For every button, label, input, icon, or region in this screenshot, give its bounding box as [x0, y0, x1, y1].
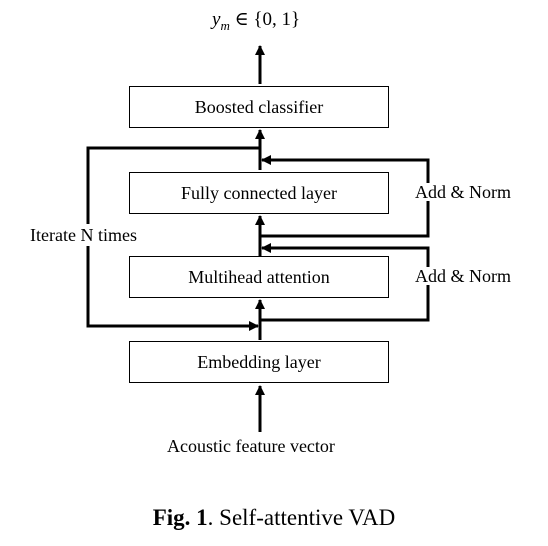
figure-number: Fig. 1 — [152, 505, 208, 530]
multihead-attention-box: Multihead attention — [129, 256, 389, 298]
figure-caption: Fig. 1. Self-attentive VAD — [0, 505, 548, 531]
figure-title: . Self-attentive VAD — [207, 505, 396, 530]
output-subscript: m — [220, 17, 230, 33]
output-set: ∈ {0, 1} — [234, 9, 301, 30]
iterate-label: Iterate N times — [30, 225, 137, 245]
fully-connected-layer-box: Fully connected layer — [129, 172, 389, 214]
embedding-layer-label: Embedding layer — [197, 351, 321, 372]
add-norm-top-label: Add & Norm — [413, 182, 513, 202]
iterate-loop-line — [86, 146, 260, 224]
input-label: Acoustic feature vector — [167, 436, 335, 456]
boosted-classifier-box: Boosted classifier — [129, 86, 389, 128]
boosted-classifier-label: Boosted classifier — [194, 96, 324, 117]
embedding-layer-box: Embedding layer — [129, 341, 389, 383]
output-variable: y — [212, 9, 221, 30]
fully-connected-layer-label: Fully connected layer — [181, 182, 337, 203]
iterate-loop-line-lower — [86, 246, 259, 331]
multihead-attention-label: Multihead attention — [188, 266, 330, 287]
output-label: ym ∈ {0, 1} — [212, 8, 300, 34]
add-norm-bottom-label: Add & Norm — [413, 266, 513, 286]
